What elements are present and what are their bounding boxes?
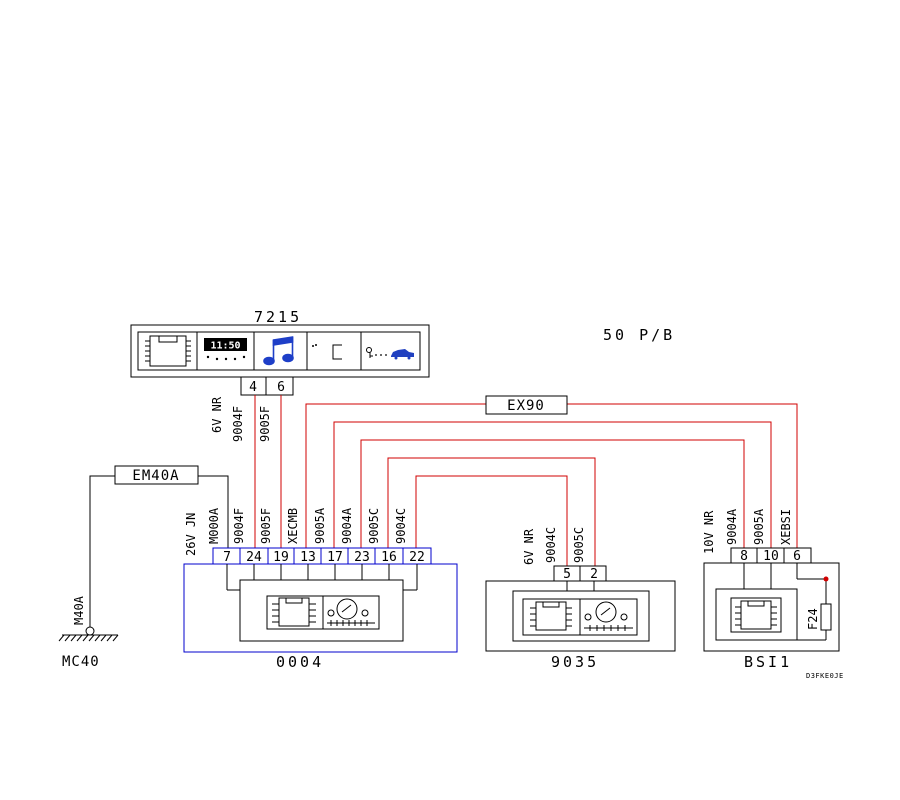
- wire-M000A: [89, 475, 229, 627]
- pin-0004-19: 19: [273, 550, 289, 565]
- connector-ex90-label: EX90: [507, 398, 545, 414]
- component-7215-label: 7215: [254, 308, 302, 326]
- component-0004-label: 0004: [276, 653, 324, 671]
- pin-0004-17: 17: [327, 550, 343, 565]
- component-0004: 26V JN M000A 9004F 9005F XECMB 9005A 900…: [183, 507, 458, 671]
- wire-gauge-bsi: 10V NR: [702, 510, 716, 554]
- wire-label-XECMB: XECMB: [286, 508, 300, 544]
- connector-ex90: [485, 395, 568, 415]
- wire-label-9005C: 9005C: [367, 508, 381, 544]
- ecu-chip-icon: [266, 595, 324, 630]
- component-9035-label: 9035: [551, 653, 599, 671]
- pin-bsi-8: 8: [740, 549, 748, 564]
- component-7215: 7215 11:50: [130, 308, 430, 442]
- clock-display-icon: 11:50: [204, 338, 247, 361]
- wire-gauge-7215: 6V NR: [210, 396, 224, 433]
- wire-label-9004A: 9004A: [340, 507, 354, 544]
- gauge-cluster-icon: [579, 598, 638, 636]
- fuse-icon: [820, 603, 832, 631]
- wire-label-M000A: M000A: [207, 507, 221, 544]
- pin-0004-23: 23: [354, 550, 370, 565]
- ground-mc40-label: MC40: [62, 654, 100, 670]
- component-bsi1: 10V NR 9004A 9005A XEBSI 8 10 6 F24 BSI1: [702, 508, 840, 671]
- wire-label-9005F-top: 9005F: [258, 406, 272, 442]
- wire-label-9005A-bsi: 9005A: [752, 508, 766, 545]
- fuse-junction-dot: [823, 576, 829, 582]
- pin-0004-13: 13: [300, 550, 316, 565]
- wire-label-9005F: 9005F: [259, 508, 273, 544]
- signal-wires: EX90: [254, 395, 798, 566]
- ecu-chip-icon: [145, 335, 191, 367]
- bsi-module-box: [715, 588, 798, 641]
- clock-readout: 11:50: [210, 341, 240, 352]
- pin-0004-22: 22: [409, 550, 425, 565]
- wire-label-9005C-9035: 9005C: [572, 527, 586, 563]
- pin-0004-7: 7: [223, 550, 231, 565]
- wire-label-9004C: 9004C: [394, 508, 408, 544]
- component-9035: 6V NR 9004C 9005C 5 2 9035: [485, 527, 676, 671]
- pin-9035-5: 5: [563, 567, 571, 582]
- pin-0004-16: 16: [381, 550, 397, 565]
- component-7215-box: [130, 324, 430, 378]
- pin-bsi-6: 6: [793, 549, 801, 564]
- connector-7215: [240, 376, 294, 396]
- music-note-icon: [263, 336, 294, 366]
- wire-label-XEBSI: XEBSI: [779, 509, 793, 545]
- wire-label-9004F: 9004F: [232, 508, 246, 544]
- component-bsi-label: BSI1: [744, 653, 792, 671]
- component-0004-box: [183, 563, 458, 653]
- ecu-chip-icon: [730, 597, 782, 633]
- wire-label-9004F-top: 9004F: [231, 406, 245, 442]
- ground-mc40: EM40A M40A MC40: [58, 465, 229, 670]
- component-7215-panel: [137, 331, 421, 371]
- wire-9004A: [360, 439, 745, 548]
- module-9035-box: [512, 590, 650, 642]
- reference-code: D3FKE0JE: [806, 672, 844, 680]
- gauge-cluster-icon: [322, 595, 380, 630]
- wire-9005A: [333, 421, 772, 548]
- connector-0004: [212, 547, 432, 565]
- pin-0004-24: 24: [246, 550, 262, 565]
- pin-bsi-10: 10: [763, 549, 779, 564]
- wire-9004C: [415, 475, 568, 566]
- wire-label-9005A: 9005A: [313, 507, 327, 544]
- connector-em40a: [114, 465, 199, 485]
- wire-gauge-0004: 26V JN: [184, 513, 198, 556]
- ecu-chip-icon: [522, 598, 581, 636]
- car-key-icon: [366, 347, 414, 360]
- cluster-module-box: [239, 579, 404, 642]
- wire-label-9004C-9035: 9004C: [544, 527, 558, 563]
- wire-9005C: [387, 457, 596, 566]
- pin-7215-6: 6: [277, 380, 285, 395]
- connector-em40a-label: EM40A: [132, 468, 179, 484]
- pin-7215-4: 4: [249, 380, 257, 395]
- fuse-label: F24: [806, 608, 820, 630]
- ground-terminal-icon: [85, 626, 95, 636]
- title-note: 50 P/B: [603, 326, 675, 344]
- bracket-icon: [312, 344, 342, 360]
- pin-9035-2: 2: [590, 567, 598, 582]
- wire-gauge-9035: 6V NR: [522, 528, 536, 565]
- ground-wire-label: M40A: [72, 595, 86, 625]
- wire-label-9004A-bsi: 9004A: [725, 508, 739, 545]
